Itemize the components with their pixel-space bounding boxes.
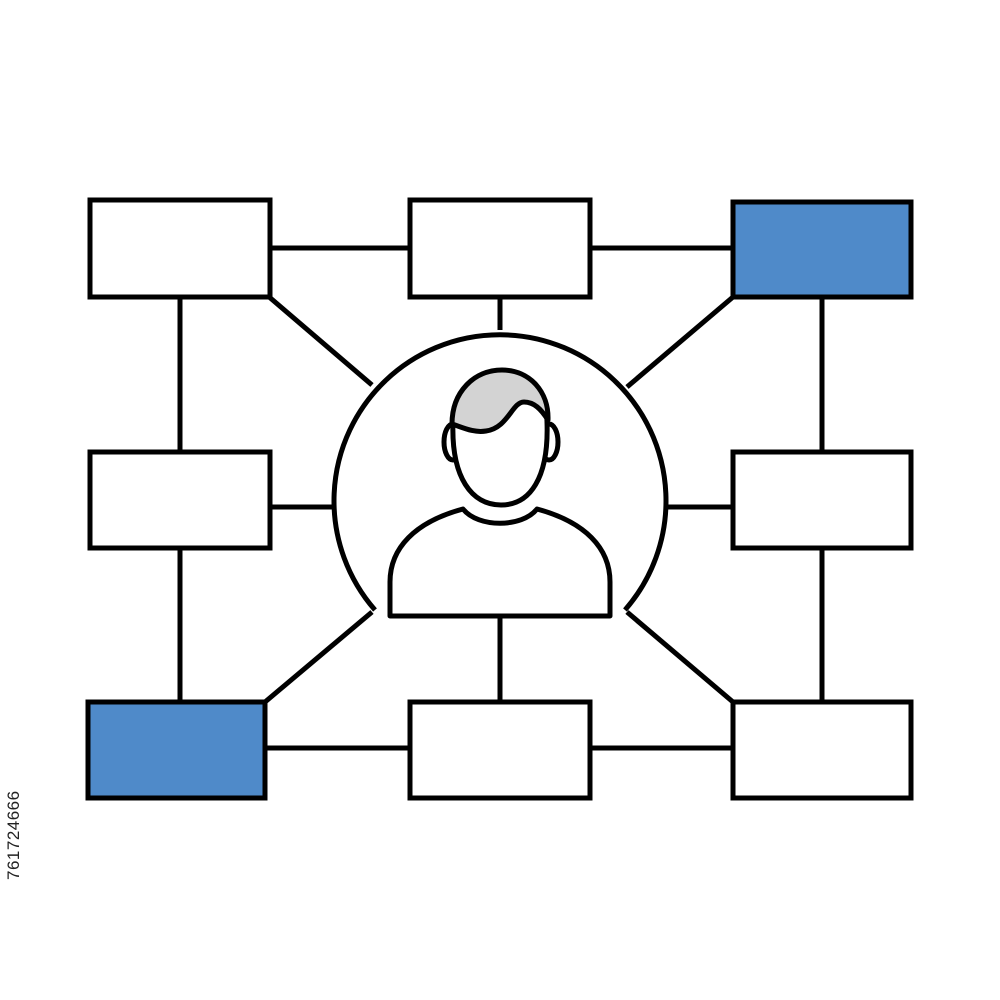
connectors <box>177 245 825 751</box>
connector-top-left-to-center <box>266 294 374 387</box>
node-top-middle <box>407 197 593 300</box>
node-bottom-left <box>85 699 268 801</box>
node-middle-right <box>730 449 914 551</box>
node-top-left <box>87 197 273 300</box>
stock-id-label: 761724666 <box>4 790 23 880</box>
connector-top-right-to-center <box>625 295 735 389</box>
node-middle-left <box>87 449 273 551</box>
person-body <box>387 506 613 619</box>
person-avatar-icon <box>387 367 613 619</box>
connector-bottom-right-to-center <box>625 610 735 704</box>
node-bottom-right <box>730 699 914 801</box>
nodes <box>85 197 914 801</box>
connector-bottom-left-to-center <box>263 610 374 704</box>
node-bottom-middle <box>407 699 593 801</box>
node-top-right <box>730 199 914 300</box>
person-hair <box>449 367 551 434</box>
